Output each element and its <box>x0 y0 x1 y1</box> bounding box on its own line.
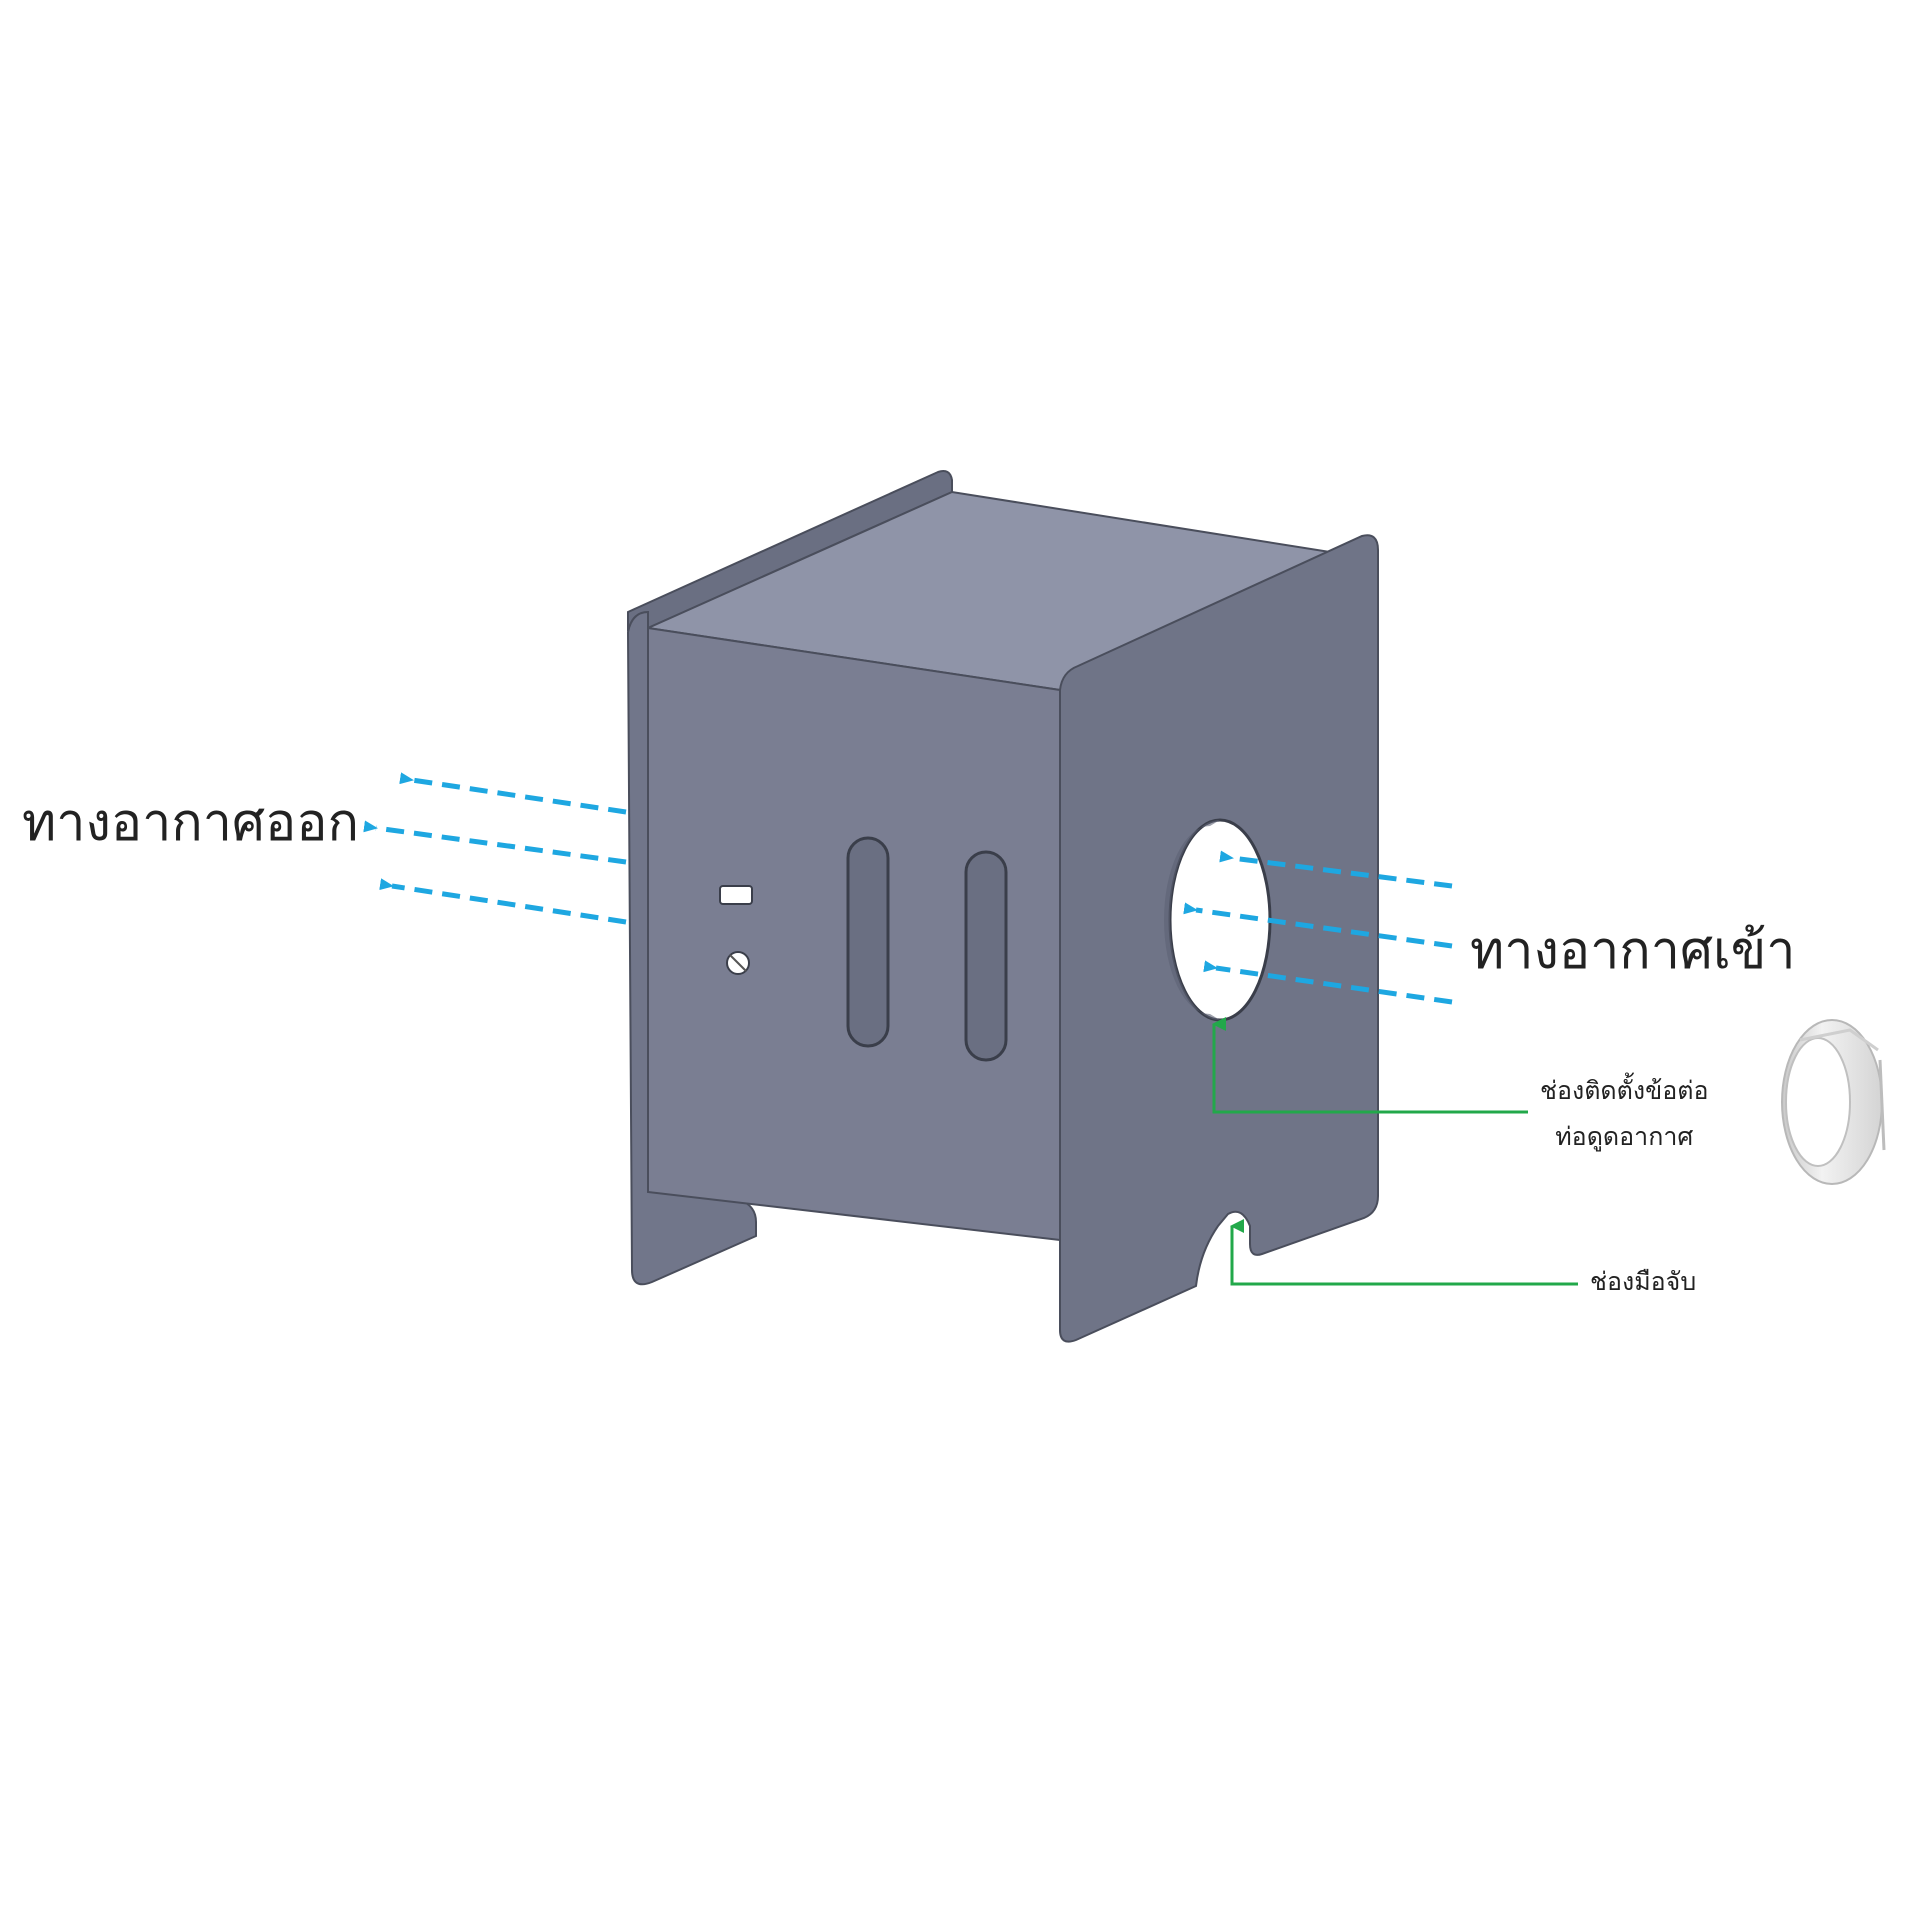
air-in-arrow-2 <box>1183 902 1453 949</box>
left-flange-panel <box>626 610 757 1286</box>
duct-mount-callout <box>1212 1017 1528 1114</box>
duct-mount-label: ช่องติดตั้งข้อต่อ ท่อดูดอากาศ <box>1540 1068 1708 1160</box>
callout-lines <box>1212 1017 1578 1286</box>
air-out-label: ทางอากาศออก <box>22 793 359 853</box>
air-in-arrows <box>1183 850 1453 1005</box>
air-in-label: ทางอากาศเข้า <box>1470 921 1796 981</box>
air-in-arrow-1 <box>1219 850 1453 889</box>
hand-grip-label: ช่องมือจับ <box>1590 1267 1697 1296</box>
hand-grip-callout <box>1230 1219 1578 1286</box>
air-out-arrow-1 <box>399 772 627 815</box>
vertical-slot-2 <box>964 850 1008 1062</box>
duct-mount-label-line2: ท่อดูดอากาศ <box>1555 1122 1694 1151</box>
vertical-slot-1 <box>846 836 890 1048</box>
duct-coupling-icon <box>1781 1019 1886 1185</box>
duct-mount-label-line1: ช่องติดตั้งข้อต่อ <box>1540 1076 1709 1105</box>
small-slot <box>719 885 753 905</box>
air-out-arrow-2 <box>363 820 627 865</box>
air-out-arrows <box>363 772 627 925</box>
air-in-arrow-3 <box>1203 960 1453 1005</box>
air-out-arrow-3 <box>379 878 627 925</box>
sheet-metal-box <box>626 470 1379 1343</box>
